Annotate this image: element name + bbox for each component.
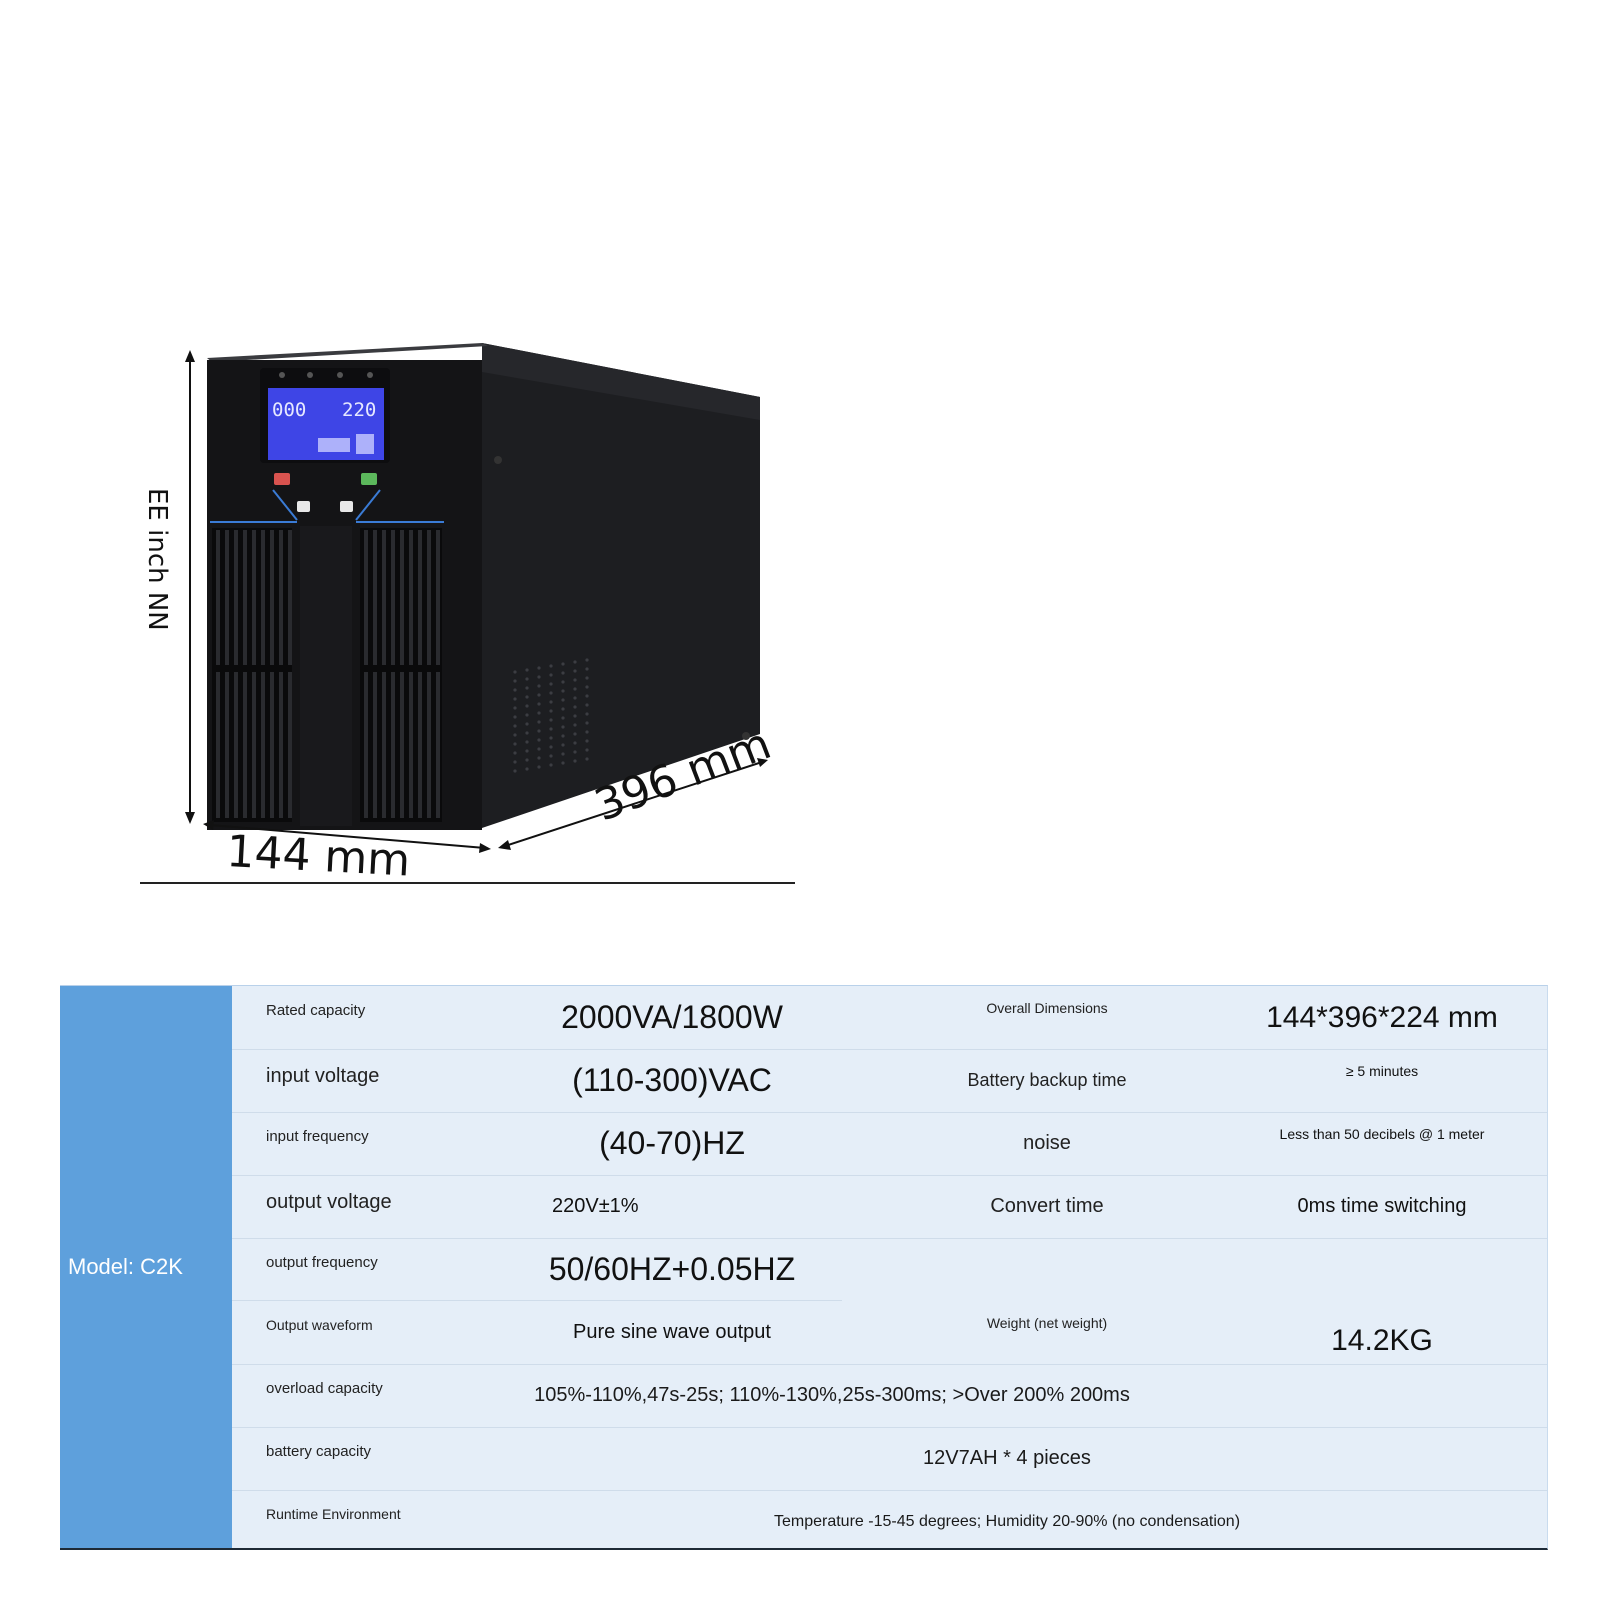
spec-label: input voltage <box>266 1065 380 1087</box>
spec-value: 2000VA/1800W <box>561 999 783 1035</box>
spec-value-2: ≥ 5 minutes <box>1345 1063 1419 1079</box>
front-vents <box>212 528 442 822</box>
spec-row-battery-capacity: battery capacity 12V7AH * 4 pieces <box>232 1427 1547 1491</box>
spec-label: Rated capacity <box>266 1002 366 1019</box>
function-button-right <box>340 501 353 512</box>
spec-row-output-frequency: output frequency 50/60HZ+0.05HZ <box>232 1238 1547 1301</box>
side-vent-dots <box>513 658 589 773</box>
spec-label: output frequency <box>266 1254 378 1271</box>
spec-label: Runtime Environment <box>266 1506 401 1522</box>
width-arrow <box>209 824 486 849</box>
spec-row-output-voltage: output voltage 220V±1% Convert time 0ms … <box>232 1175 1547 1239</box>
spec-value: (40-70)HZ <box>599 1125 745 1161</box>
spec-value: 105%-110%,47s-25s; 110%-130%,25s-300ms; … <box>534 1384 1130 1406</box>
spec-label-2: Convert time <box>990 1195 1104 1217</box>
power-on-button <box>274 473 290 485</box>
spec-value: 50/60HZ+0.05HZ <box>548 1251 796 1287</box>
spec-label: battery capacity <box>266 1443 372 1460</box>
spec-row-output-waveform: Output waveform Pure sine wave output We… <box>232 1301 1547 1365</box>
spec-label: output voltage <box>266 1191 392 1213</box>
lcd-right-value: 220 <box>342 399 376 421</box>
spec-label: Output waveform <box>266 1317 373 1333</box>
model-cell: Model: C2K <box>60 986 232 1548</box>
spec-value-2: Less than 50 decibels @ 1 meter <box>1279 1126 1485 1142</box>
product-figure: 000 220 144 mm <box>140 343 795 887</box>
spec-row-input-voltage: input voltage (110-300)VAC Battery backu… <box>232 1049 1547 1113</box>
spec-label-2: noise <box>1023 1132 1071 1154</box>
spec-value: Pure sine wave output <box>573 1321 771 1343</box>
spec-label-2: Weight (net weight) <box>986 1315 1108 1331</box>
spec-value: (110-300)VAC <box>572 1062 772 1098</box>
spec-value: 220V±1% <box>552 1195 639 1217</box>
depth-arrow <box>504 761 763 847</box>
spec-label: input frequency <box>266 1128 369 1145</box>
spec-row-runtime-environment: Runtime Environment Temperature -15-45 d… <box>232 1490 1547 1553</box>
spec-label: overload capacity <box>266 1380 383 1397</box>
spec-table: Model: C2K Rated capacity 2000VA/1800W O… <box>60 985 1548 1550</box>
spec-value: 12V7AH * 4 pieces <box>923 1447 1091 1469</box>
spec-value-2: 14.2KG <box>1331 1323 1433 1357</box>
spec-value-2: 144*396*224 mm <box>1266 1000 1498 1034</box>
spec-value: Temperature -15-45 degrees; Humidity 20-… <box>773 1512 1241 1530</box>
power-off-button <box>361 473 377 485</box>
spec-label-2: Overall Dimensions <box>986 1000 1108 1016</box>
spec-row-overload-capacity: overload capacity 105%-110%,47s-25s; 110… <box>232 1364 1547 1428</box>
ups-unit-illustration: 000 220 <box>140 343 795 884</box>
model-label: Model: C2K <box>68 1254 183 1279</box>
function-button-left <box>297 501 310 512</box>
spec-row-rated-capacity: Rated capacity 2000VA/1800W Overall Dime… <box>232 986 1547 1050</box>
width-dimension-label: 144 mm <box>225 826 412 887</box>
spec-row-input-frequency: input frequency (40-70)HZ noise Less tha… <box>232 1112 1547 1176</box>
lcd-left-value: 000 <box>272 399 306 421</box>
spec-label-2: Battery backup time <box>967 1070 1127 1090</box>
height-dimension-label: EE inch NN <box>142 488 172 631</box>
spec-value-2: 0ms time switching <box>1297 1195 1467 1217</box>
ups-side-panel <box>482 343 760 828</box>
